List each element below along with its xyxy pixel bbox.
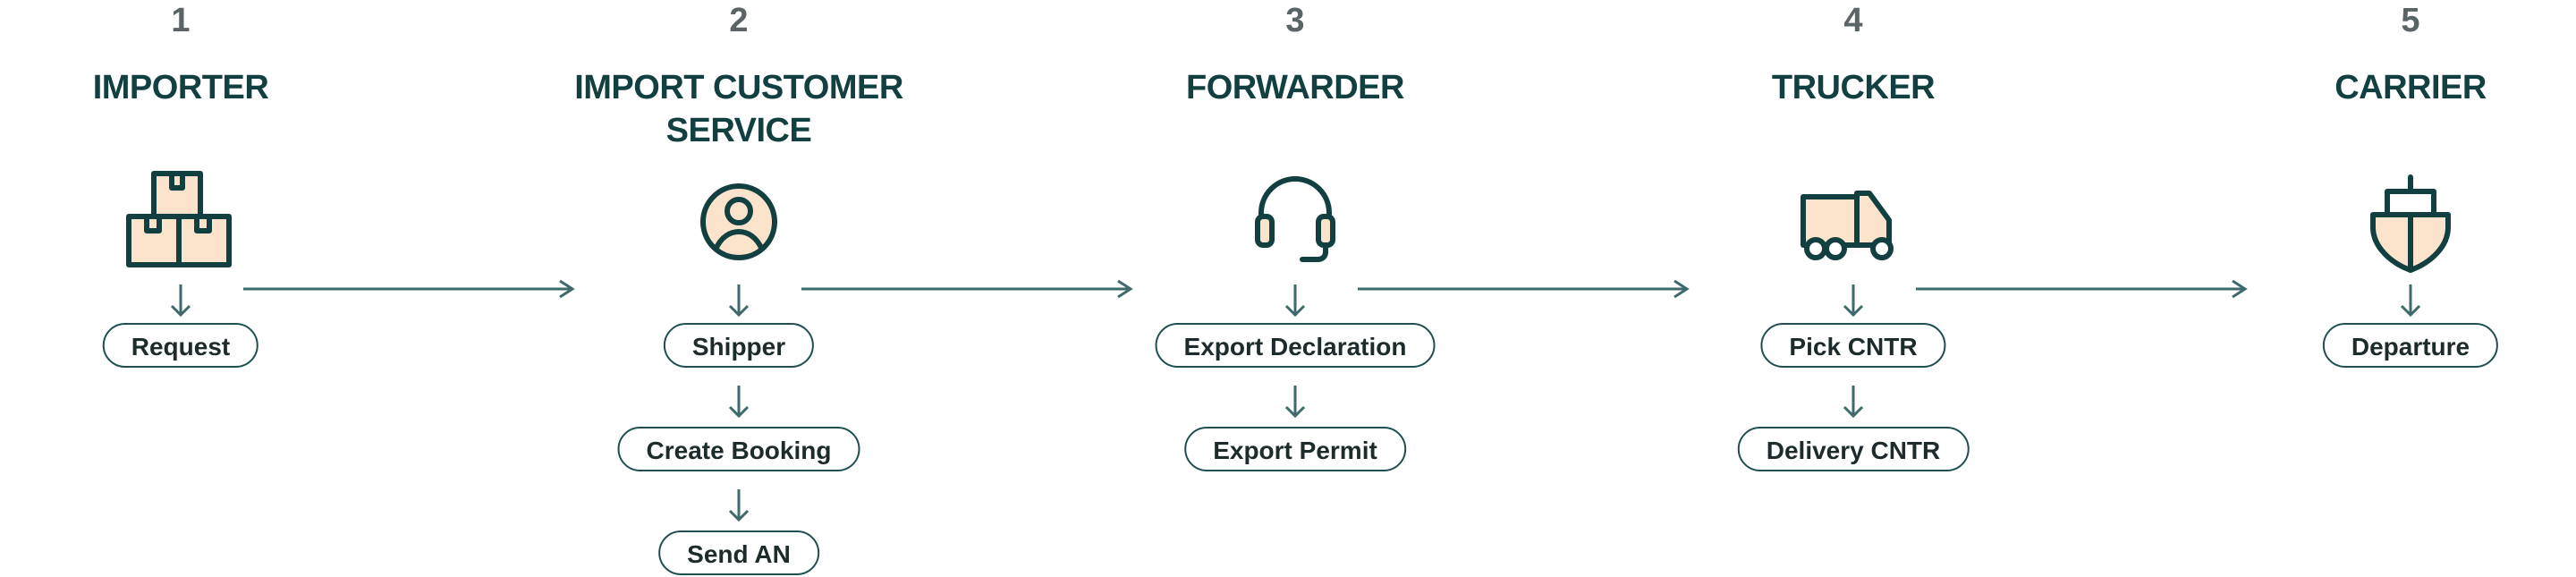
stage-title-line-2: SERVICE (665, 112, 812, 149)
down-arrow-icon (2399, 283, 2422, 318)
down-arrow-icon (727, 384, 750, 420)
flow-arrow-4-5 (1916, 277, 2249, 301)
flow-arrow-3-4 (1358, 277, 1690, 301)
step-departure: Departure (2322, 323, 2499, 368)
stage-trucker: 4 TRUCKER Pick CNTR Delivery CNTR (1603, 0, 2104, 576)
stage-import-customer-service: 2 IMPORT CUSTOMER SERVICE Shipper Create… (488, 0, 989, 576)
stage-number: 1 (171, 2, 191, 39)
stage-title: CARRIER (2334, 69, 2487, 106)
step-send-an: Send AN (658, 530, 819, 575)
flow-arrow-2-3 (801, 277, 1134, 301)
down-arrow-icon (1842, 384, 1865, 420)
stage-title-line-1: IMPORT CUSTOMER (574, 69, 903, 106)
stage-number: 5 (2401, 2, 2420, 39)
step-create-booking: Create Booking (617, 427, 860, 471)
down-arrow-icon (169, 283, 192, 318)
stage-title: IMPORTER (92, 69, 269, 106)
step-pick-cntr: Pick CNTR (1760, 323, 1946, 368)
stage-number: 2 (729, 2, 749, 39)
stage-importer: 1 IMPORTER Request (0, 0, 431, 576)
down-arrow-icon (1284, 384, 1307, 420)
stage-number: 3 (1285, 2, 1305, 39)
stage-forwarder: 3 FORWARDER Export Declaration Export Pe… (1045, 0, 1546, 576)
stage-carrier: 5 CARRIER Departure (2160, 0, 2576, 576)
down-arrow-icon (1284, 283, 1307, 318)
boxes-icon (125, 166, 236, 277)
step-shipper: Shipper (663, 323, 815, 368)
stage-title: FORWARDER (1186, 69, 1404, 106)
flow-arrow-1-2 (243, 277, 576, 301)
down-arrow-icon (727, 488, 750, 523)
stage-number: 4 (1843, 2, 1863, 39)
user-icon (683, 166, 794, 277)
truck-icon (1798, 166, 1909, 277)
step-request: Request (102, 323, 259, 368)
step-export-permit: Export Permit (1184, 427, 1406, 471)
down-arrow-icon (1842, 283, 1865, 318)
ship-icon (2355, 166, 2466, 277)
stage-title: TRUCKER (1771, 69, 1936, 106)
down-arrow-icon (727, 283, 750, 318)
headset-icon (1240, 166, 1351, 277)
step-export-declaration: Export Declaration (1155, 323, 1436, 368)
stage-title: IMPORT CUSTOMER SERVICE (488, 66, 989, 152)
step-delivery-cntr: Delivery CNTR (1737, 427, 1970, 471)
